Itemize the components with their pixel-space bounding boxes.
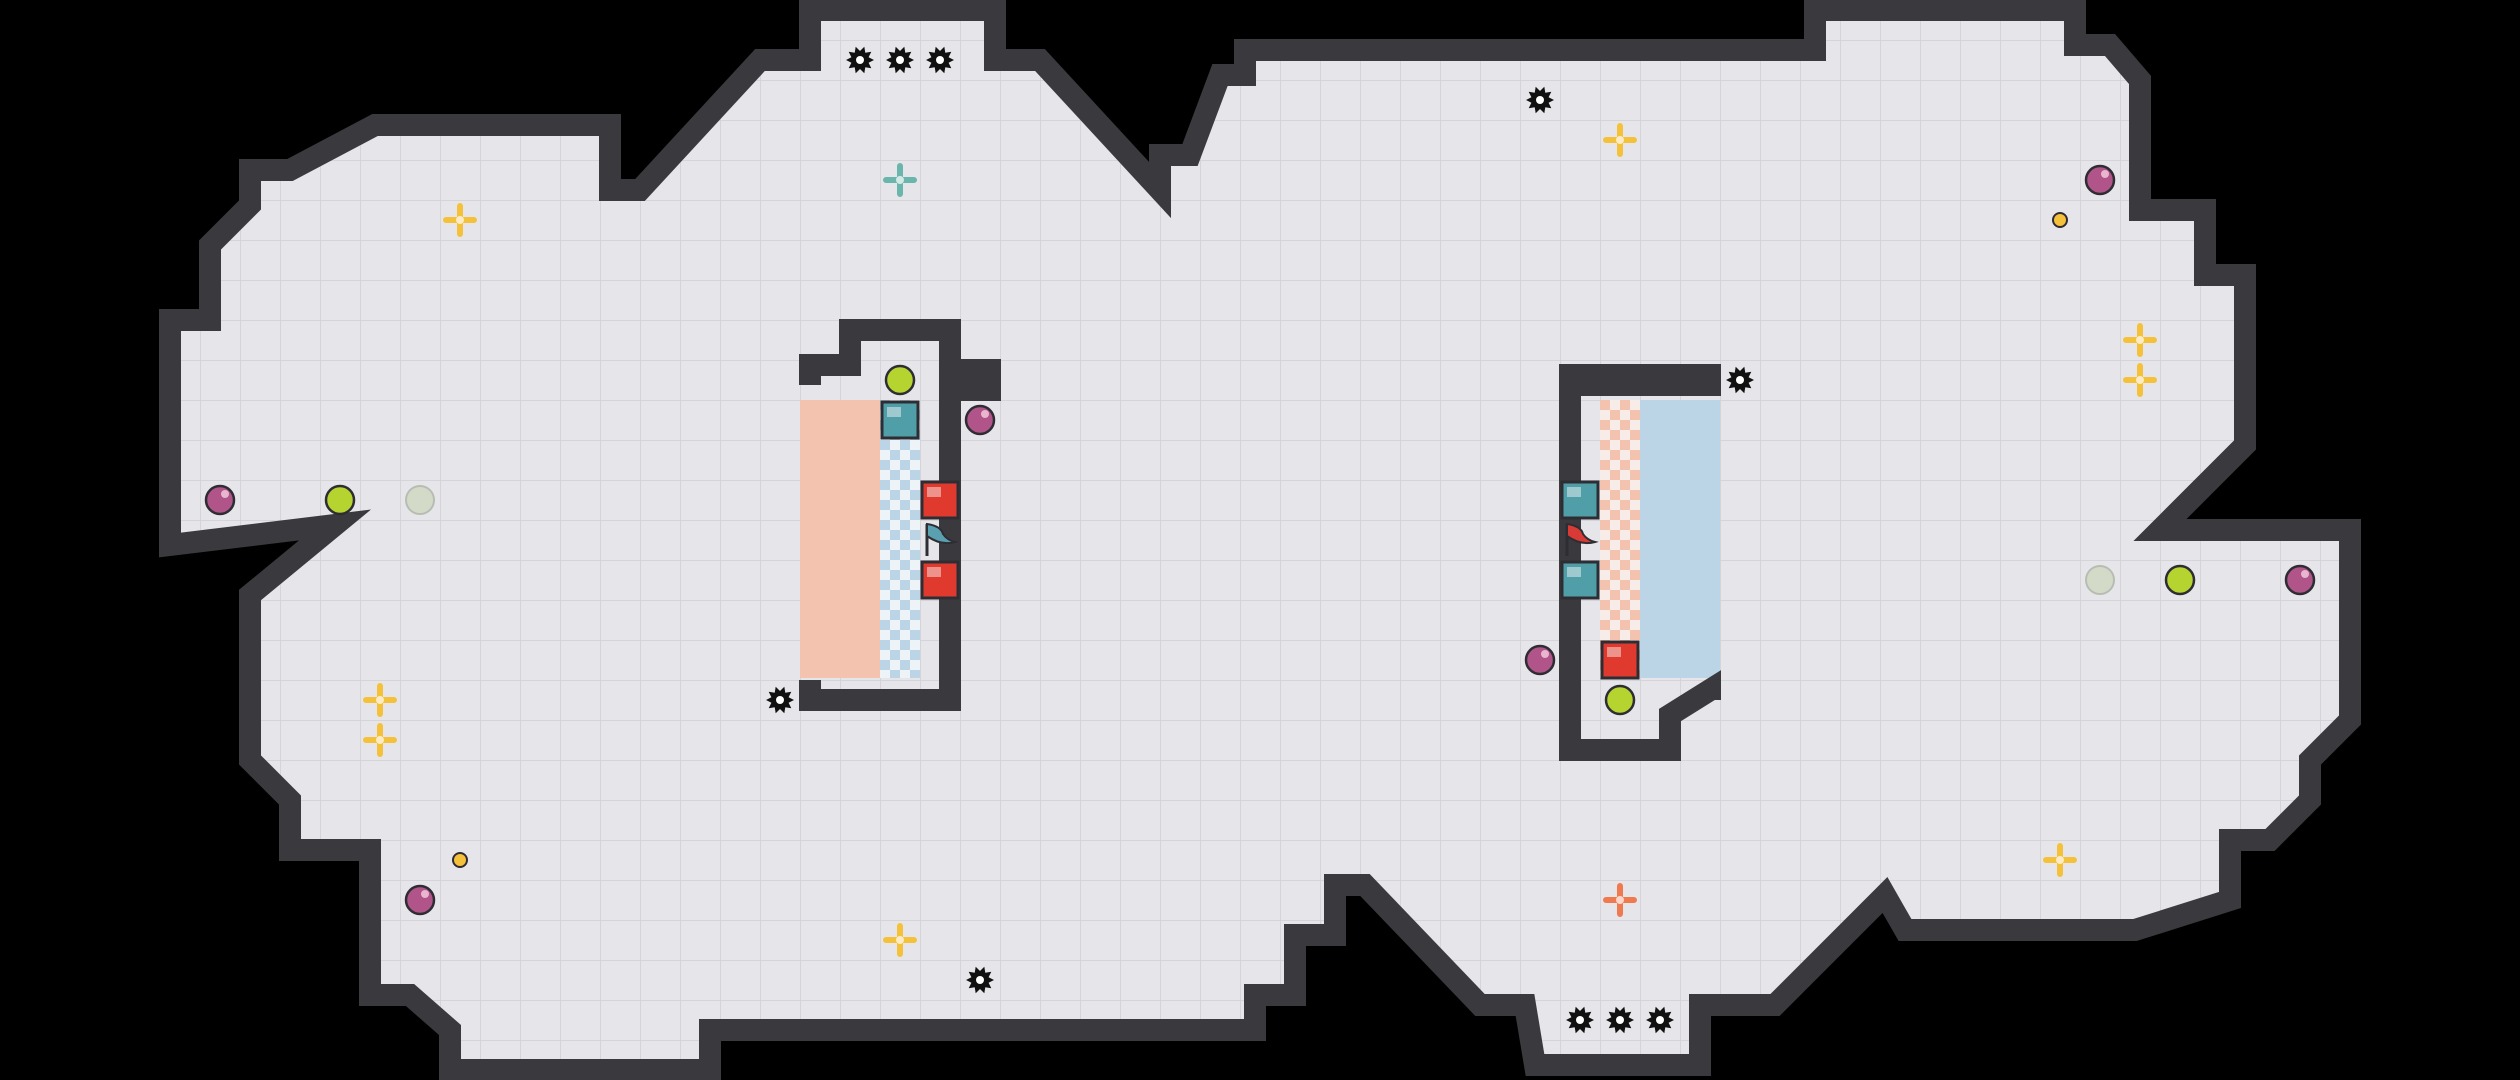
red-zone-solid: [1640, 400, 1720, 678]
box-icon: [1560, 480, 1600, 520]
health-orb-icon: [404, 884, 436, 916]
plus-icon: [883, 163, 917, 197]
spike-icon: [926, 46, 954, 74]
spike-icon: [1646, 1006, 1674, 1034]
lime-orb-icon: [405, 485, 435, 515]
red-zone-checker: [1600, 400, 1640, 678]
plus-icon: [2123, 323, 2157, 357]
coin-icon: [2052, 212, 2068, 228]
spike-icon: [1566, 1006, 1594, 1034]
lime-orb-icon: [2085, 565, 2115, 595]
health-orb-icon: [2084, 164, 2116, 196]
box-icon: [920, 480, 960, 520]
box-icon: [880, 400, 920, 440]
plus-icon: [2043, 843, 2077, 877]
spike-icon: [1726, 366, 1754, 394]
blue-base-wall: [799, 319, 1001, 711]
plus-icon: [2123, 363, 2157, 397]
plus-icon: [1603, 883, 1637, 917]
plus-icon: [1603, 123, 1637, 157]
lime-orb-icon: [1604, 684, 1636, 716]
health-orb-icon: [204, 484, 236, 516]
lime-orb-icon: [324, 484, 356, 516]
arena-floor: [159, 0, 2361, 1080]
red-flag-icon: [1565, 522, 1599, 556]
box-icon: [1600, 640, 1640, 680]
blue-zone-solid: [800, 400, 880, 678]
spike-icon: [1606, 1006, 1634, 1034]
box-icon: [920, 560, 960, 600]
lime-orb-icon: [2164, 564, 2196, 596]
lime-orb-icon: [884, 364, 916, 396]
spike-icon: [966, 966, 994, 994]
box-icon: [1560, 560, 1600, 600]
plus-icon: [363, 723, 397, 757]
coin-icon: [452, 852, 468, 868]
plus-icon: [443, 203, 477, 237]
spike-icon: [1526, 86, 1554, 114]
spike-icon: [846, 46, 874, 74]
blue-flag-icon: [925, 522, 959, 556]
plus-icon: [363, 683, 397, 717]
spike-icon: [766, 686, 794, 714]
health-orb-icon: [1524, 644, 1556, 676]
spike-icon: [886, 46, 914, 74]
blue-zone-checker: [880, 400, 920, 678]
health-orb-icon: [2284, 564, 2316, 596]
health-orb-icon: [964, 404, 996, 436]
plus-icon: [883, 923, 917, 957]
